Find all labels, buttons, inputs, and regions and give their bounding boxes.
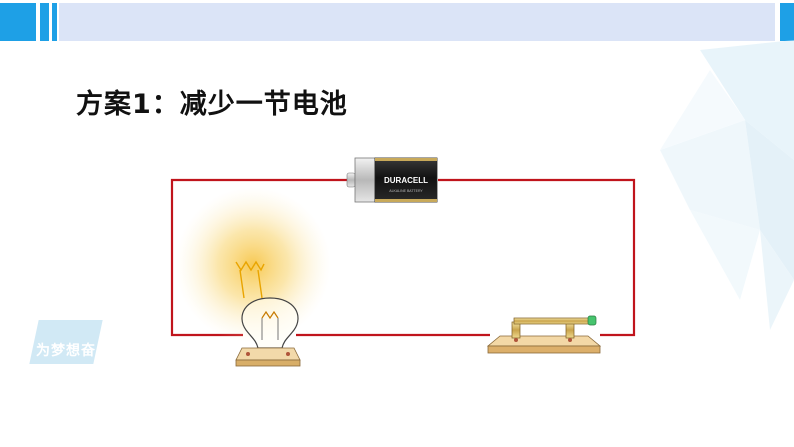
bulb-holder [235,347,301,367]
header-accent-stripe-thin [52,3,57,41]
filament-icon [235,260,265,299]
slide-title: 方案1：减少一节电池 [76,89,348,120]
header-accent-end [780,3,794,41]
geometric-decoration [660,40,794,330]
watermark-text: 为梦想奋斗 [36,343,111,359]
battery: DURACELL ALKALINE BATTERY [346,157,438,203]
knife-switch [486,315,602,354]
header-bar [0,0,794,44]
bulb-glow [175,187,331,343]
header-accent-block [0,3,36,41]
header-band [59,3,775,41]
header-accent-stripe [40,3,49,41]
battery-subtext: ALKALINE BATTERY [389,189,423,193]
battery-brand: DURACELL [384,176,428,185]
circuit-wires [170,178,636,337]
